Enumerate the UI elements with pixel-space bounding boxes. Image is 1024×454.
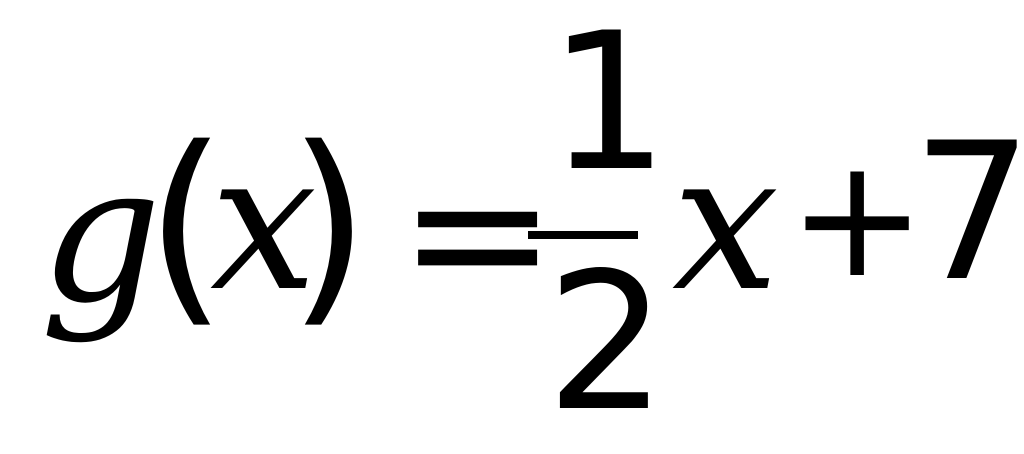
function-argument: x [210,112,318,333]
fraction-numerator: 1 [548,0,669,213]
variable-x: x [672,112,780,333]
function-name: g [40,124,162,345]
fraction-denominator: 2 [546,232,667,453]
right-parenthesis: ) [288,102,370,347]
fraction-bar [528,231,638,239]
constant-term: 7 [912,102,1024,323]
left-parenthesis: ( [145,102,227,347]
plus-sign: + [788,122,927,314]
